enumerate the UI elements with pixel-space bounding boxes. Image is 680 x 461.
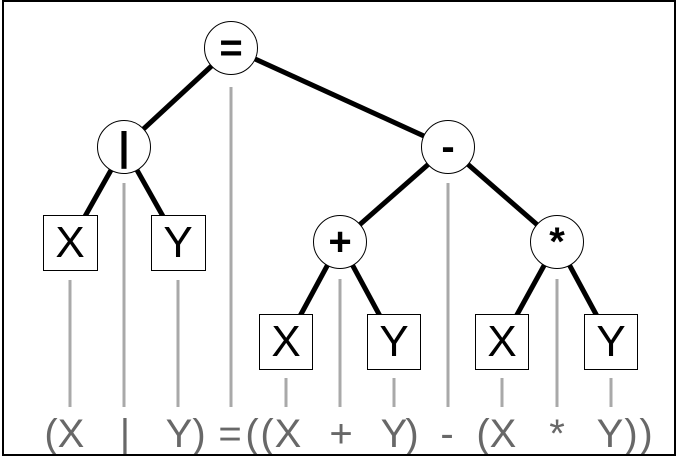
tree-node-y1: Y [150, 215, 206, 271]
expression-char-17: ) [624, 412, 638, 456]
expression-char-4: ) [192, 412, 206, 456]
tree-node-label-x1: X [55, 218, 85, 267]
tree-node-label-y2: Y [379, 317, 409, 366]
tree-node-label-x2: X [271, 317, 301, 366]
expression-char-2: | [119, 412, 131, 456]
tree-node-y2: Y [367, 314, 421, 370]
tree-node-label-times: * [549, 220, 565, 264]
tree-node-or: | [97, 120, 151, 174]
expression-char-6: ( [245, 412, 259, 456]
tree-node-label-plus: + [328, 220, 352, 264]
tree-node-label-or: | [118, 125, 130, 169]
tree-node-minus: - [421, 120, 475, 174]
tree-node-label-x3: X [487, 317, 517, 366]
expression-char-18: ) [639, 412, 653, 456]
tree-node-times: * [530, 215, 584, 269]
tree-node-label-y3: Y [596, 317, 626, 366]
expression-char-12: - [440, 412, 454, 456]
tree-node-x1: X [42, 215, 98, 271]
expression-char-7: ( [260, 412, 274, 456]
tree-node-x2: X [259, 314, 313, 370]
expression-char-1: X [57, 412, 85, 456]
expression-char-13: ( [476, 412, 490, 456]
expression-char-14: X [489, 412, 517, 456]
tree-node-x3: X [475, 314, 529, 370]
expression-char-3: Y [165, 412, 193, 456]
tree-edge-eq-minus [229, 45, 450, 150]
expression-char-9: + [329, 412, 353, 456]
expression-char-16: Y [596, 412, 624, 456]
expression-char-5: = [218, 412, 242, 456]
tree-node-y3: Y [584, 314, 638, 370]
tree-node-label-minus: - [441, 125, 455, 169]
tree-node-label-y1: Y [163, 218, 193, 267]
tree-node-plus: + [313, 215, 367, 269]
tree-node-label-eq: = [219, 26, 243, 70]
expression-char-15: * [549, 412, 565, 456]
expression-char-0: ( [44, 412, 58, 456]
expression-char-10: Y [380, 412, 408, 456]
expression-char-8: X [274, 412, 302, 456]
expression-char-11: ) [405, 412, 419, 456]
tree-node-eq: = [204, 21, 258, 75]
